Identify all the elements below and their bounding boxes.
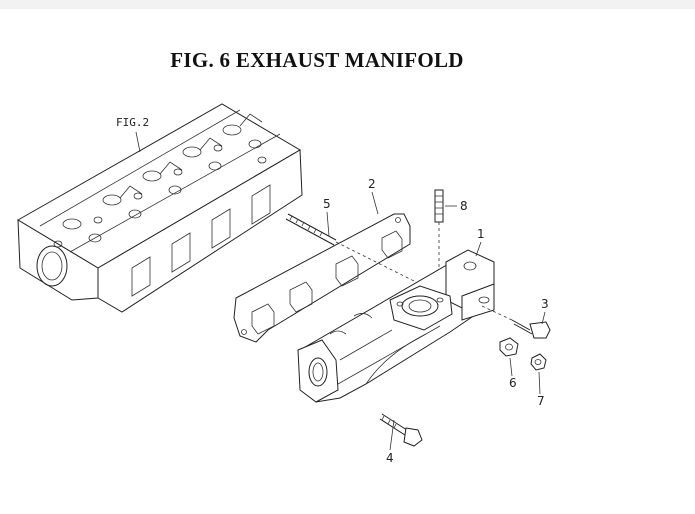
bolt-4 (379, 413, 423, 447)
cylinder-head (17, 103, 303, 313)
callout-1: 1 (475, 227, 485, 257)
nut-6 (499, 337, 519, 357)
callout-4: 4 (386, 419, 395, 465)
svg-text:7: 7 (537, 394, 545, 408)
exhaust-manifold (297, 249, 495, 403)
svg-text:5: 5 (323, 197, 331, 211)
svg-text:8: 8 (460, 199, 468, 213)
svg-text:4: 4 (386, 451, 394, 465)
figure-title: FIG. 6 EXHAUST MANIFOLD (170, 48, 464, 72)
callout-8: 8 (445, 199, 468, 213)
svg-text:2: 2 (368, 177, 376, 191)
bolt-3 (481, 305, 551, 339)
callout-2: 2 (368, 177, 379, 215)
reference-leader (135, 131, 141, 153)
reference-label: FIG.2 (116, 116, 149, 129)
svg-text:6: 6 (509, 376, 517, 390)
stud-axis (335, 241, 421, 285)
svg-text:3: 3 (541, 297, 549, 311)
top-bar (0, 0, 695, 9)
stud-5 (285, 213, 337, 246)
callout-5: 5 (323, 197, 331, 237)
callout-3: 3 (541, 297, 549, 325)
callout-6: 6 (509, 357, 517, 390)
callout-7: 7 (537, 371, 545, 408)
svg-text:1: 1 (477, 227, 485, 241)
manifold-gasket (233, 213, 411, 343)
nut-7 (530, 353, 547, 371)
